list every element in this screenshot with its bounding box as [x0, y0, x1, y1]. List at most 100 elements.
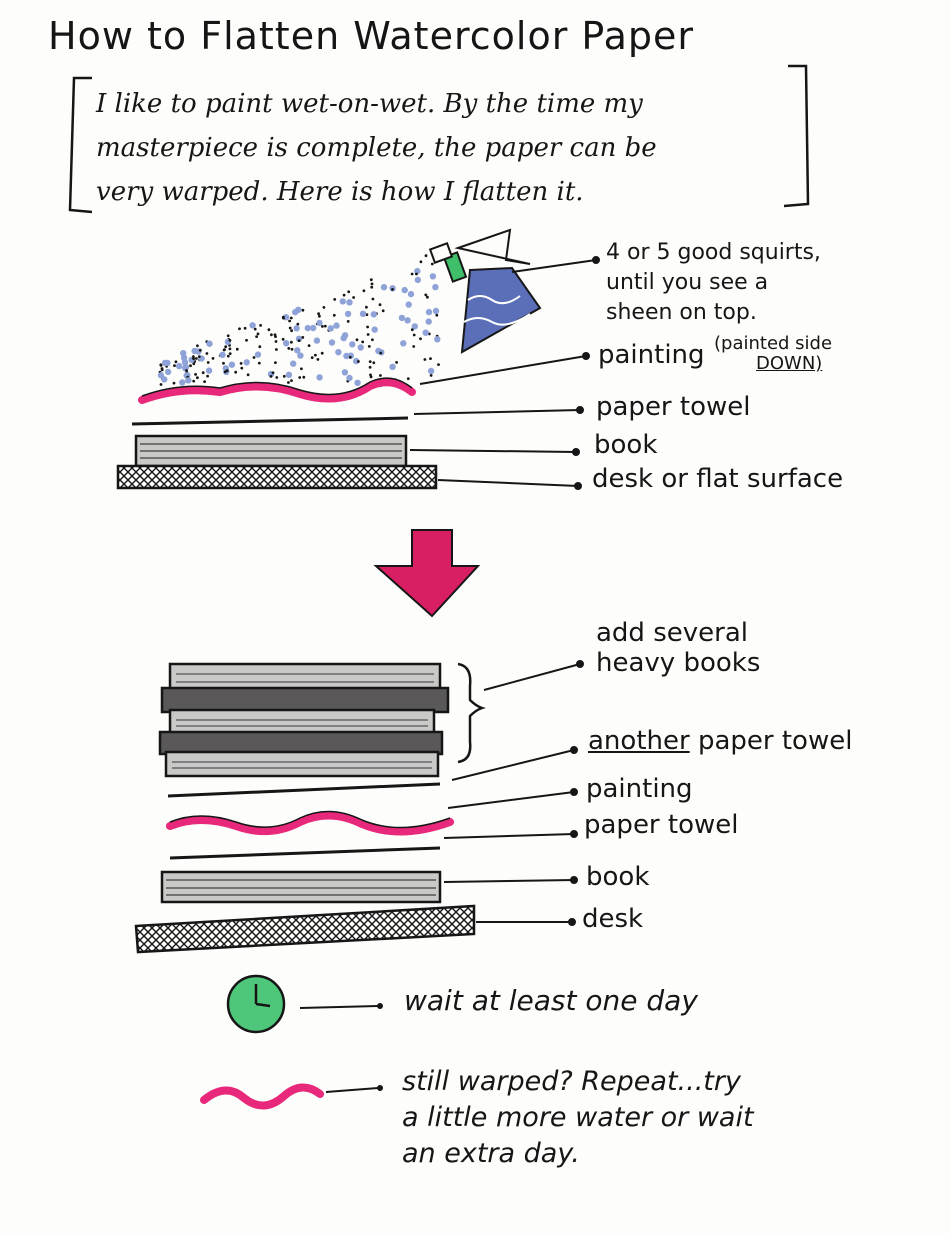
mist-dot [245, 338, 248, 342]
leader-lines-step2 [443, 660, 584, 926]
mist-dot [333, 322, 340, 329]
paper-towel-label: paper towel [596, 392, 751, 422]
mist-dot [258, 345, 262, 349]
mist-dot [359, 310, 367, 317]
mist-dot [316, 358, 320, 361]
mist-dot [379, 351, 383, 355]
mist-dot [404, 317, 411, 324]
desk-label: desk or flat surface [592, 464, 844, 494]
mist-dot [424, 293, 428, 297]
heavy-books-line: add several [596, 618, 748, 648]
mist-dot [205, 352, 209, 355]
mist-dot [318, 314, 321, 318]
mist-dot [173, 364, 176, 367]
mist-dot [424, 254, 428, 258]
mist-dot [182, 364, 190, 371]
mist-dot [192, 357, 196, 361]
mist-dot [352, 296, 355, 299]
mist-dot [370, 282, 374, 286]
mist-dot [339, 298, 346, 305]
mist-dot [176, 362, 183, 370]
mist-dot [228, 338, 232, 342]
mist-dot [332, 313, 336, 317]
mist-dot [234, 370, 238, 374]
paper-towel-label: paper towel [584, 810, 739, 840]
page-title: How to Flatten Watercolor Paper [48, 14, 695, 58]
mist-dot [371, 326, 378, 333]
mist-dot [240, 366, 244, 370]
book-label: book [594, 430, 658, 460]
mist-dot [197, 355, 201, 358]
mist-dot [298, 376, 302, 379]
intro-line: very warped. Here is how I flatten it. [96, 177, 584, 207]
left-bracket [68, 76, 93, 214]
mist-dot [378, 303, 382, 307]
mist-dot [290, 360, 297, 367]
mist-dot [365, 305, 368, 309]
mist-dot [301, 308, 305, 312]
mist-dot [226, 334, 230, 338]
mist-dot [327, 325, 334, 332]
another-word: another [588, 726, 690, 756]
mist-dot [320, 351, 324, 355]
mist-dot [160, 368, 164, 372]
mist-dot [347, 290, 351, 294]
mist-dot [429, 273, 437, 280]
mist-dot [192, 379, 196, 383]
mist-dot [341, 369, 349, 376]
paper-towel-line [167, 782, 441, 798]
mist-dot [172, 381, 176, 385]
mist-dot [225, 369, 229, 373]
mist-dot [290, 329, 293, 333]
mist-dot [253, 327, 257, 331]
mist-dot [243, 359, 250, 366]
mist-dot [369, 373, 372, 377]
mist-dot [290, 340, 293, 344]
mist-dot [300, 367, 303, 371]
mist-dot [179, 379, 186, 386]
book-label: book [586, 862, 650, 892]
painting-label: painting [586, 774, 693, 804]
painting-wave [166, 811, 454, 836]
mist-dot [425, 318, 432, 325]
repeat-line: a little more water or wait [402, 1102, 754, 1133]
mist-dot [269, 375, 273, 378]
mist-dot [432, 307, 440, 315]
mist-dot [246, 373, 250, 377]
mist-dot [346, 320, 350, 323]
mist-dot [283, 340, 290, 347]
mist-dot [196, 344, 199, 348]
mist-dot [381, 309, 385, 313]
mist-dot [316, 319, 323, 327]
mist-dot [201, 371, 205, 375]
intro-line: masterpiece is complete, the paper can b… [96, 133, 657, 163]
mist-dot [219, 351, 226, 358]
desk-icon [134, 904, 476, 954]
mist-dot [429, 374, 433, 377]
mist-dot [222, 348, 226, 352]
mist-dot [362, 289, 366, 293]
book-icon [134, 434, 408, 468]
repeat-line: an extra day. [402, 1138, 580, 1169]
mist-dot [316, 374, 323, 381]
mist-dot [198, 348, 202, 352]
mist-dot [288, 319, 291, 323]
wait-label: wait at least one day [404, 984, 698, 1017]
mist-dot [412, 345, 416, 348]
mist-dot [222, 361, 225, 365]
mist-dot [159, 364, 163, 367]
mist-dot [322, 306, 326, 309]
mist-dot [288, 326, 292, 330]
mist-dot [380, 284, 388, 291]
mist-dot [410, 272, 414, 276]
mist-dot [357, 344, 364, 351]
mist-dot [271, 371, 275, 375]
mist-dot [161, 376, 168, 383]
mist-dot [203, 380, 207, 383]
mist-dot [437, 363, 440, 366]
mist-dot [270, 333, 273, 337]
mist-dot [206, 340, 213, 347]
mist-dot [302, 375, 306, 379]
mist-dot [425, 308, 433, 316]
paper-towel-word: paper towel [689, 726, 853, 756]
